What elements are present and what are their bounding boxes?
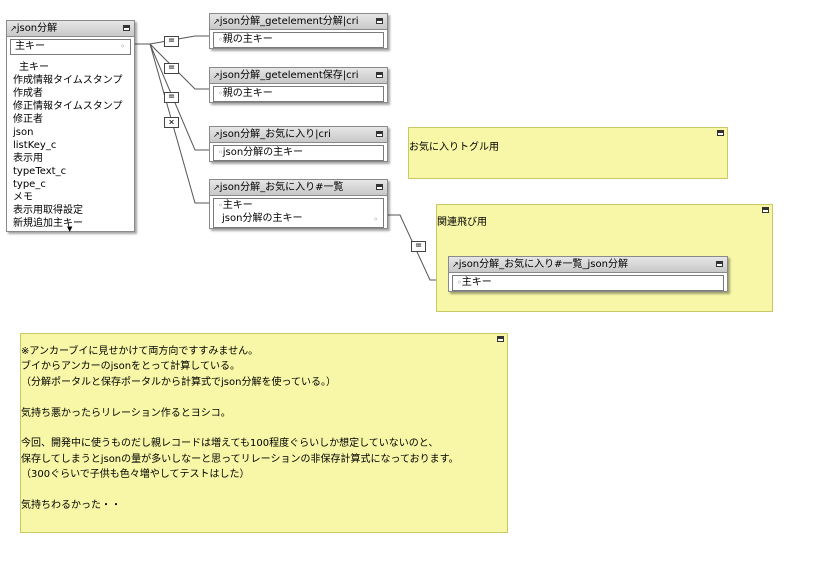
note-text: 関連飛び用 (437, 217, 487, 228)
table-occurrence-getelement-hozon[interactable]: ↗json分解_getelement保存|cri ◦親の主キー (209, 67, 388, 103)
operator-equals[interactable]: = (164, 92, 179, 103)
note-text: お気に入りトグル用 (409, 142, 499, 153)
note-main[interactable]: ※アンカーブイに見せかけて両方向ですすみません。 ブイからアンカーのjsonをと… (20, 333, 508, 533)
field-label: 主キー (461, 277, 492, 288)
table-header[interactable]: ↗json分解 (7, 21, 134, 37)
table-title: json分解_お気に入り|cri (219, 129, 331, 140)
table-title: json分解_お気に入り#一覧 (219, 182, 344, 193)
link-arrow-icon: ↗ (213, 17, 220, 26)
foreign-key-field[interactable]: ◦json分解の主キー (213, 145, 384, 161)
link-arrow-icon: ↗ (213, 71, 220, 80)
link-arrow-icon: ↗ (452, 260, 459, 269)
collapse-icon[interactable] (376, 131, 383, 137)
foreign-key-field[interactable]: ◦親の主キー (213, 32, 384, 48)
table-title: json分解_getelement分解|cri (219, 16, 359, 27)
field-item: 表示用 (13, 153, 43, 164)
table-title: json分解_お気に入り#一覧_json分解 (458, 259, 628, 270)
operator-cartesian[interactable]: × (164, 117, 179, 128)
link-arrow-icon: ↗ (213, 183, 220, 192)
link-arrow-icon: ↗ (213, 130, 220, 139)
field-item: 修正情報タイムスタンプ (13, 101, 123, 112)
scroll-down-icon[interactable]: ▼ (67, 225, 73, 233)
key-dot-icon: ◦ (218, 89, 223, 98)
collapse-icon[interactable] (717, 130, 724, 136)
note-toggle[interactable]: お気に入りトグル用 (408, 127, 728, 179)
table-occurrence-okiniiri-list-json[interactable]: ↗json分解_お気に入り#一覧_json分解 ◦主キー (448, 256, 728, 292)
key-dot-icon: ◦ (457, 278, 462, 287)
key-field-label: 主キー (15, 41, 45, 52)
field-item: メモ (13, 192, 33, 203)
table-title: json分解_getelement保存|cri (219, 70, 359, 81)
field-item: json (13, 127, 34, 138)
table-header[interactable]: ↗json分解_お気に入り|cri (210, 127, 387, 143)
field-item: listKey_c (13, 140, 57, 151)
field-item: 新規追加主キー (13, 218, 83, 229)
field-item: 表示用取得設定 (13, 205, 83, 216)
collapse-icon[interactable] (376, 184, 383, 190)
field-label: json分解の主キー (222, 213, 303, 224)
collapse-icon[interactable] (716, 261, 723, 267)
table-header[interactable]: ↗json分解_お気に入り#一覧_json分解 (449, 257, 727, 273)
key-dot-icon: ◦ (218, 201, 223, 210)
foreign-key-field[interactable]: ◦親の主キー (213, 86, 384, 102)
link-arrow-icon: ↗ (10, 24, 17, 33)
operator-equals[interactable]: = (164, 36, 179, 47)
field-item: 作成者 (13, 88, 43, 99)
table-header[interactable]: ↗json分解_getelement保存|cri (210, 68, 387, 84)
operator-equals[interactable]: = (164, 63, 179, 74)
table-occurrence-getelement-cri[interactable]: ↗json分解_getelement分解|cri ◦親の主キー (209, 13, 388, 49)
key-field[interactable]: ◦主キー (452, 275, 724, 291)
field-item: 作成情報タイムスタンプ (13, 75, 123, 86)
field-label: 主キー (222, 200, 253, 211)
field-item: 修正者 (13, 114, 43, 125)
field-list: 主キー 作成情報タイムスタンプ 作成者 修正情報タイムスタンプ 修正者 json… (7, 57, 134, 230)
table-header[interactable]: ↗json分解_お気に入り#一覧 (210, 180, 387, 196)
field-label: 親の主キー (222, 88, 273, 99)
operator-equals[interactable]: = (411, 241, 426, 252)
table-title: json分解 (16, 23, 58, 34)
field-item: typeText_c (13, 166, 67, 177)
field-label: 親の主キー (222, 34, 273, 45)
key-dot-icon: ◦ (218, 35, 223, 44)
key-dot-icon: ◦ (218, 148, 223, 157)
key-field[interactable]: 主キー ◦ (10, 39, 131, 55)
collapse-icon[interactable] (123, 25, 130, 31)
table-header[interactable]: ↗json分解_getelement分解|cri (210, 14, 387, 30)
collapse-icon[interactable] (376, 72, 383, 78)
note-text: ※アンカーブイに見せかけて両方向ですすみません。 ブイからアンカーのjsonをと… (21, 346, 459, 512)
key-dot-icon: ◦ (120, 42, 125, 51)
key-fields[interactable]: ◦主キー json分解の主キー◦ (213, 198, 384, 228)
field-item: 主キー (19, 62, 49, 73)
field-label: json分解の主キー (222, 147, 304, 158)
collapse-icon[interactable] (762, 207, 769, 213)
table-occurrence-okiniiri-cri[interactable]: ↗json分解_お気に入り|cri ◦json分解の主キー (209, 126, 388, 162)
table-occurrence-json[interactable]: ↗json分解 主キー ◦ 主キー 作成情報タイムスタンプ 作成者 修正情報タイ… (6, 20, 135, 233)
key-dot-icon: ◦ (373, 215, 378, 224)
collapse-icon[interactable] (376, 18, 383, 24)
collapse-icon[interactable] (497, 336, 504, 342)
field-item: type_c (13, 179, 46, 190)
table-occurrence-okiniiri-list[interactable]: ↗json分解_お気に入り#一覧 ◦主キー json分解の主キー◦ (209, 179, 388, 229)
